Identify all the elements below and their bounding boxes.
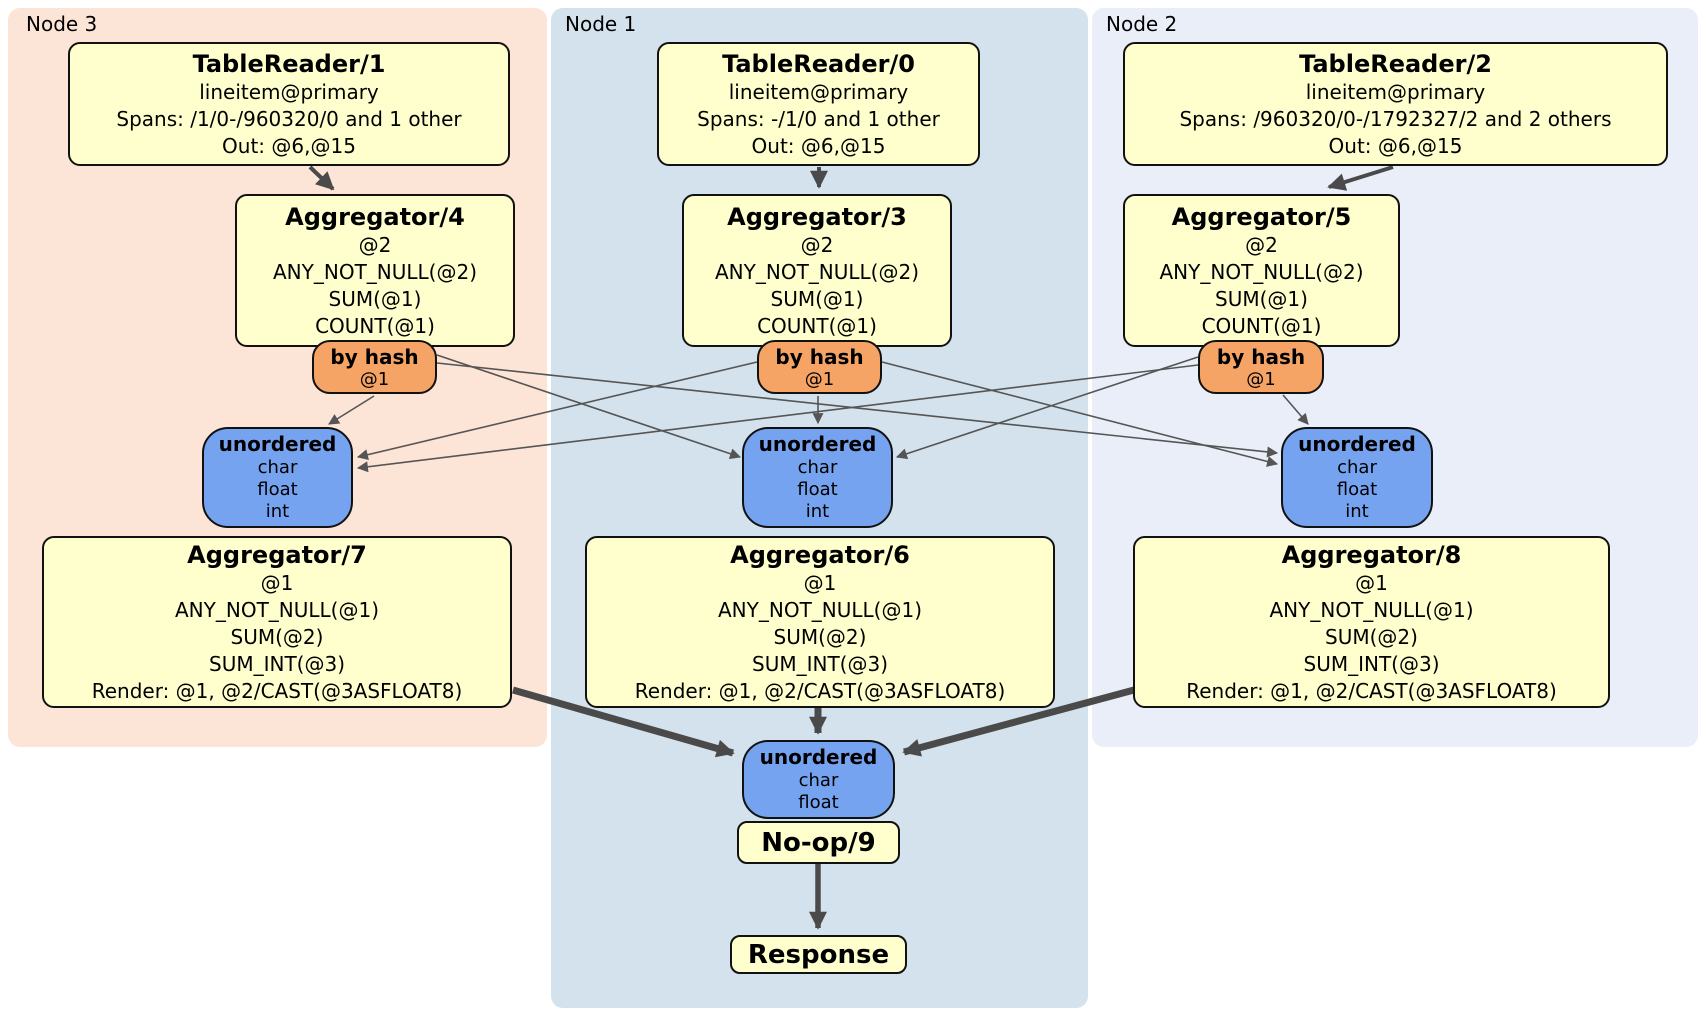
- tablereader-0-out: Out: @6,@15: [751, 133, 886, 158]
- hash-router-node1-label: by hash: [775, 344, 864, 369]
- aggregator-6-fn2: SUM(@2): [773, 624, 867, 649]
- aggregator-4-box: Aggregator/4 @2 ANY_NOT_NULL(@2) SUM(@1)…: [235, 194, 515, 347]
- tablereader-2-table: lineitem@primary: [1305, 79, 1486, 104]
- unordered-sync-node2-col3: int: [1345, 501, 1369, 522]
- aggregator-8-fn1: ANY_NOT_NULL(@1): [1269, 597, 1474, 622]
- aggregator-4-groupcols: @2: [358, 232, 392, 257]
- aggregator-7-fn2: SUM(@2): [230, 624, 324, 649]
- aggregator-4-fn1: ANY_NOT_NULL(@2): [273, 259, 477, 284]
- node1-label: Node 1: [565, 12, 637, 36]
- aggregator-3-title: Aggregator/3: [727, 202, 907, 231]
- unordered-sync-final-label: unordered: [759, 745, 878, 769]
- tablereader-2-spans: Spans: /960320/0-/1792327/2 and 2 others: [1179, 106, 1612, 131]
- unordered-sync-node3-col3: int: [265, 501, 290, 522]
- aggregator-5-title: Aggregator/5: [1171, 202, 1352, 231]
- unordered-sync-node3: unordered char float int: [202, 427, 353, 528]
- aggregator-5-fn1: ANY_NOT_NULL(@2): [1159, 259, 1364, 284]
- response-box: Response: [730, 935, 907, 974]
- aggregator-6-fn1: ANY_NOT_NULL(@1): [718, 597, 922, 622]
- hash-router-node2-label: by hash: [1216, 344, 1306, 369]
- aggregator-6-render: Render: @1, @2/CAST(@3ASFLOAT8): [634, 678, 1006, 703]
- tablereader-1-spans: Spans: /1/0-/960320/0 and 1 other: [116, 106, 462, 131]
- unordered-sync-final-col1: char: [798, 770, 839, 791]
- aggregator-7-fn3: SUM_INT(@3): [209, 651, 345, 676]
- aggregator-4-fn3: COUNT(@1): [315, 313, 435, 338]
- hash-router-node3-label: by hash: [330, 344, 419, 369]
- tablereader-1-box: TableReader/1 lineitem@primary Spans: /1…: [68, 42, 510, 166]
- tablereader-2-box: TableReader/2 lineitem@primary Spans: /9…: [1123, 42, 1668, 166]
- node3-label: Node 3: [26, 12, 98, 36]
- unordered-sync-node1-col2: float: [797, 479, 838, 500]
- aggregator-8-groupcols: @1: [1355, 570, 1388, 595]
- aggregator-6-groupcols: @1: [803, 570, 837, 595]
- tablereader-1-title: TableReader/1: [192, 49, 386, 78]
- aggregator-8-title: Aggregator/8: [1281, 540, 1462, 569]
- response-title: Response: [747, 939, 890, 970]
- tablereader-0-title: TableReader/0: [722, 49, 915, 78]
- aggregator-4-title: Aggregator/4: [285, 202, 465, 231]
- unordered-sync-final: unordered char float: [742, 740, 895, 819]
- aggregator-6-fn3: SUM_INT(@3): [752, 651, 888, 676]
- tablereader-1-table: lineitem@primary: [199, 79, 379, 104]
- unordered-sync-node2-label: unordered: [1298, 432, 1416, 456]
- unordered-sync-final-col2: float: [798, 792, 839, 813]
- aggregator-6-box: Aggregator/6 @1 ANY_NOT_NULL(@1) SUM(@2)…: [585, 536, 1055, 708]
- aggregator-7-render: Render: @1, @2/CAST(@3ASFLOAT8): [91, 678, 463, 703]
- unordered-sync-node2-col1: char: [1337, 457, 1377, 478]
- aggregator-7-groupcols: @1: [260, 570, 294, 595]
- aggregator-5-fn3: COUNT(@1): [1201, 313, 1322, 338]
- unordered-sync-node1: unordered char float int: [742, 427, 893, 528]
- aggregator-8-box: Aggregator/8 @1 ANY_NOT_NULL(@1) SUM(@2)…: [1133, 536, 1610, 708]
- hash-router-node1: by hash @1: [757, 340, 882, 394]
- unordered-sync-node3-label: unordered: [218, 432, 337, 456]
- aggregator-8-render: Render: @1, @2/CAST(@3ASFLOAT8): [1186, 678, 1557, 703]
- aggregator-3-fn1: ANY_NOT_NULL(@2): [715, 259, 919, 284]
- unordered-sync-node1-label: unordered: [758, 432, 877, 456]
- unordered-sync-node3-col2: float: [257, 479, 298, 500]
- aggregator-8-fn3: SUM_INT(@3): [1303, 651, 1440, 676]
- hash-router-node3-cols: @1: [359, 368, 390, 390]
- aggregator-5-box: Aggregator/5 @2 ANY_NOT_NULL(@2) SUM(@1)…: [1123, 194, 1400, 347]
- node2-label: Node 2: [1106, 12, 1178, 36]
- aggregator-7-title: Aggregator/7: [187, 540, 367, 569]
- unordered-sync-node2-col2: float: [1336, 479, 1378, 500]
- tablereader-0-spans: Spans: -/1/0 and 1 other: [697, 106, 940, 131]
- tablereader-0-table: lineitem@primary: [728, 79, 909, 104]
- hash-router-node2: by hash @1: [1198, 340, 1324, 394]
- aggregator-3-fn3: COUNT(@1): [757, 313, 877, 338]
- hash-router-node1-cols: @1: [804, 368, 835, 390]
- aggregator-6-title: Aggregator/6: [730, 540, 910, 569]
- aggregator-8-fn2: SUM(@2): [1325, 624, 1418, 649]
- aggregator-3-fn2: SUM(@1): [770, 286, 864, 311]
- aggregator-7-box: Aggregator/7 @1 ANY_NOT_NULL(@1) SUM(@2)…: [42, 536, 512, 708]
- noop-box: No-op/9: [737, 821, 900, 864]
- tablereader-0-box: TableReader/0 lineitem@primary Spans: -/…: [657, 42, 980, 166]
- aggregator-7-fn1: ANY_NOT_NULL(@1): [175, 597, 379, 622]
- unordered-sync-node1-col1: char: [797, 457, 838, 478]
- aggregator-3-box: Aggregator/3 @2 ANY_NOT_NULL(@2) SUM(@1)…: [682, 194, 952, 347]
- unordered-sync-node1-col3: int: [805, 501, 830, 522]
- unordered-sync-node3-col1: char: [257, 457, 298, 478]
- noop-title: No-op/9: [761, 827, 876, 858]
- unordered-sync-node2: unordered char float int: [1281, 427, 1433, 528]
- tablereader-1-out: Out: @6,@15: [222, 133, 356, 158]
- aggregator-5-fn2: SUM(@1): [1215, 286, 1308, 311]
- tablereader-2-out: Out: @6,@15: [1328, 133, 1463, 158]
- aggregator-4-fn2: SUM(@1): [328, 286, 422, 311]
- tablereader-2-title: TableReader/2: [1299, 49, 1492, 78]
- aggregator-3-groupcols: @2: [800, 232, 834, 257]
- hash-router-node3: by hash @1: [312, 340, 437, 394]
- hash-router-node2-cols: @1: [1246, 368, 1276, 390]
- aggregator-5-groupcols: @2: [1245, 232, 1278, 257]
